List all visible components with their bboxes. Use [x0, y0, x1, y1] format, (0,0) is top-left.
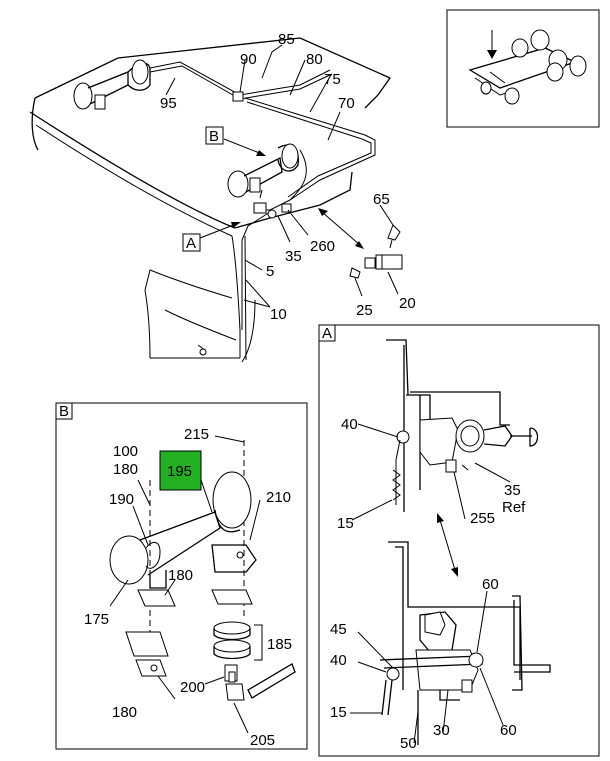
label-180-mid: 180 — [168, 567, 193, 584]
label-210: 210 — [266, 489, 291, 506]
label-10: 10 — [270, 306, 287, 323]
view-b-callout-letter: B — [209, 128, 219, 145]
label-80: 80 — [306, 51, 323, 68]
label-95: 95 — [160, 95, 177, 112]
view-a-frame — [318, 324, 600, 757]
label-35: 35 — [285, 248, 302, 265]
label-180-bottom: 180 — [112, 704, 137, 721]
label-20: 20 — [399, 295, 416, 312]
view-b-tag-letter: B — [59, 403, 69, 420]
label-a-15-upper: 15 — [337, 515, 354, 532]
view-a-callout-letter: A — [186, 235, 196, 252]
label-25: 25 — [356, 302, 373, 319]
air-horn-rear — [73, 59, 151, 110]
label-175: 175 — [84, 611, 109, 628]
label-65: 65 — [373, 191, 390, 208]
highlight-box-195 — [159, 450, 202, 491]
label-215: 215 — [184, 426, 209, 443]
label-190: 190 — [109, 491, 134, 508]
label-a-30: 30 — [433, 722, 450, 739]
view-b-callout-box — [205, 126, 224, 145]
view-a-callout-box — [182, 233, 201, 252]
label-a-50: 50 — [400, 735, 417, 752]
label-a-40-lower: 40 — [330, 652, 347, 669]
label-a-15-lower: 15 — [330, 704, 347, 721]
air-horn-front — [227, 143, 299, 198]
label-260: 260 — [310, 238, 335, 255]
label-200: 200 — [180, 679, 205, 696]
label-100: 100 — [113, 443, 138, 460]
label-a-60-upper: 60 — [482, 576, 499, 593]
view-a-detail: A — [318, 324, 600, 757]
label-5: 5 — [266, 263, 274, 280]
label-a-45: 45 — [330, 621, 347, 638]
valve-assembly — [253, 189, 292, 219]
label-a-40-upper: 40 — [341, 416, 358, 433]
view-a-tag — [318, 324, 336, 342]
label-205: 205 — [250, 732, 275, 749]
tee-fitting — [232, 91, 244, 102]
label-75: 75 — [324, 71, 341, 88]
label-a-ref: Ref — [502, 499, 526, 516]
label-195: 195 — [167, 463, 192, 480]
label-a-60-lower: 60 — [500, 722, 517, 739]
view-a-tag-letter: A — [322, 325, 332, 342]
switch-parts — [349, 224, 403, 279]
locator-truck-inset — [446, 9, 600, 128]
label-a-255: 255 — [470, 510, 495, 527]
label-a-35: 35 — [504, 482, 521, 499]
label-185: 185 — [267, 636, 292, 653]
view-b-tag — [55, 402, 73, 420]
label-90: 90 — [240, 51, 257, 68]
label-85: 85 — [278, 31, 295, 48]
view-b-detail: B 195 — [55, 402, 308, 750]
label-180-top: 180 — [113, 461, 138, 478]
label-70: 70 — [338, 95, 355, 112]
cab-roof-overview: B A 85 90 80 75 95 70 65 35 260 5 10 25 — [29, 31, 416, 363]
